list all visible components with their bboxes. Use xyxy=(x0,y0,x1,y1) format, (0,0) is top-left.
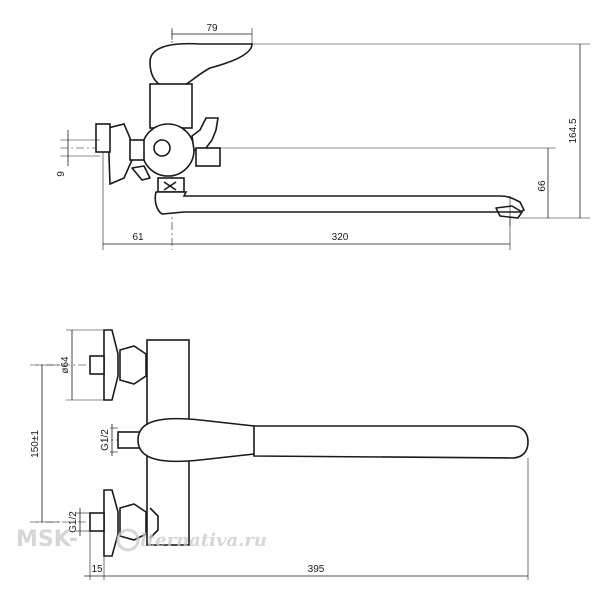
upper-union-nut xyxy=(119,345,147,385)
union-nut xyxy=(129,139,145,161)
dim-thread-upper: G1/2 xyxy=(100,429,111,451)
aerator xyxy=(495,205,523,219)
spout xyxy=(154,191,526,215)
diverter-housing xyxy=(195,147,221,167)
eccentric-pipe xyxy=(95,123,111,153)
diverter-knob xyxy=(191,117,219,151)
upper-wall-flange xyxy=(103,329,119,401)
dim-wall-offset: 15 xyxy=(91,564,103,575)
dim-spout-height: 66 xyxy=(537,180,548,192)
watermark: MSK- lternativa.ru xyxy=(16,527,267,552)
lever-plan xyxy=(137,417,261,463)
dim-center-distance: 150±1 xyxy=(30,430,41,458)
dim-inlet-offset: 9 xyxy=(56,171,67,177)
upper-eccentric xyxy=(89,355,105,375)
cartridge-cap xyxy=(149,83,193,129)
dim-lever-width: 79 xyxy=(206,23,218,34)
inlet-nut xyxy=(153,139,171,157)
watermark-brand: MSK- xyxy=(16,527,78,552)
eccentric-brace xyxy=(131,165,151,181)
spout-plan xyxy=(253,425,529,459)
lower-eccentric xyxy=(89,512,105,532)
dim-eccentric-length: 61 xyxy=(132,232,144,243)
dim-total-height: 164.5 xyxy=(568,118,579,143)
dim-overall-length: 395 xyxy=(308,564,325,575)
collar-hatch-2 xyxy=(163,181,177,191)
lower-body-cap xyxy=(149,507,159,539)
wall-flange xyxy=(107,123,133,186)
watermark-tail: lternativa.ru xyxy=(140,530,267,551)
dim-flange-diameter: ø64 xyxy=(60,356,71,374)
dim-thread-lower: G1/2 xyxy=(68,511,79,533)
watermark-ring xyxy=(116,528,140,552)
mixer-body xyxy=(141,123,195,177)
lever-handle xyxy=(149,42,253,90)
plan-view: ø64 G1/2 G1/2 150±1 15 395 xyxy=(30,329,530,580)
side-elevation-view: 79 164.5 66 9 61 320 xyxy=(56,23,590,250)
dim-spout-length: 320 xyxy=(332,232,349,243)
lower-wall-flange xyxy=(103,489,119,557)
